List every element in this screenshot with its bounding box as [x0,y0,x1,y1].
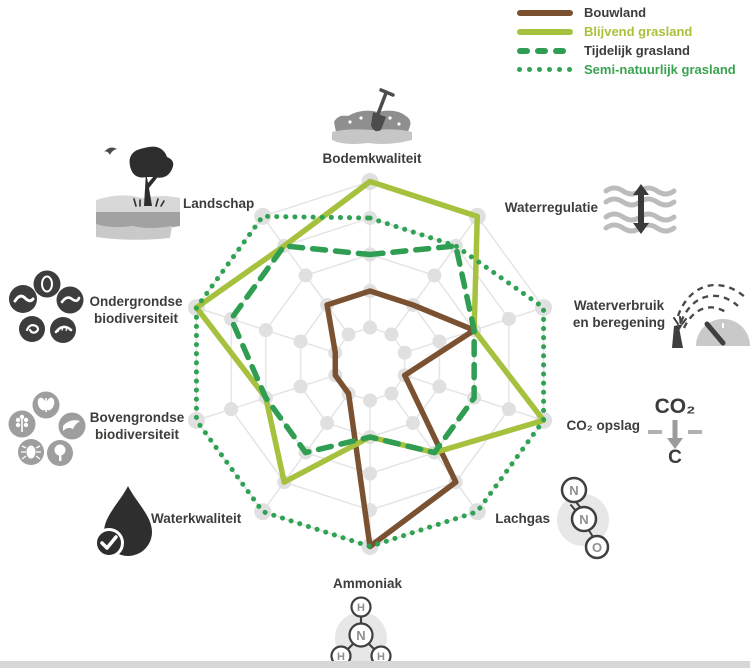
grid-dot [363,320,377,335]
aboveground-biodiversity-icon [8,391,86,466]
axis-label-waterkwaliteit: Waterkwaliteit [151,511,242,526]
grid-dot [432,334,447,349]
water-drop-check-icon [94,486,152,558]
svg-text:N: N [569,483,578,498]
svg-text:H: H [377,651,385,663]
grid-dot [224,402,239,417]
series-tijdelijk-grasland [228,243,477,456]
axis-label-bodemkwaliteit: Bodemkwaliteit [322,151,422,166]
landscape-tree-bird-icon [96,146,180,240]
grid-dot [320,416,335,431]
grid-dot [293,334,308,349]
svg-text:H: H [337,651,345,663]
legend-label-blijvend: Blijvend grasland [584,24,693,39]
axis-label-bovengrondse-biodiversiteit: Bovengrondse biodiversiteit [89,410,185,442]
blijvend-line-swatch-icon [517,28,573,35]
grid-dot [298,268,313,283]
grid-dot [432,379,447,394]
co2-to-c-icon: CO₂ C [648,395,702,464]
grid-dot [258,323,273,338]
legend-item-blijvend-grasland: Blijvend grasland [517,24,736,39]
grid-dot [501,311,516,326]
bouwland-line-swatch-icon [517,9,573,16]
grid-dot [384,327,399,342]
axis-label-co2-opslag: CO₂ opslag [566,418,640,433]
legend-label-bouwland: Bouwland [584,5,647,20]
bottom-crop-strip [0,661,750,668]
legend-item-semi-natuurlijk-grasland: Semi-natuurlijk grasland [517,62,736,77]
legend: Bouwland Blijvend grasland Tijdelijk gra… [517,5,736,82]
grid-dot [501,402,516,417]
grid-dot [397,345,412,360]
legend-item-tijdelijk-grasland: Tijdelijk grasland [517,43,736,58]
grid-dot [293,379,308,394]
grid-dot [363,466,377,481]
semi-natuurlijk-dot-swatch-icon [517,67,573,72]
axis-label-waterverbruik: Waterverbruik en beregening [572,298,666,330]
svg-text:O: O [592,540,602,555]
series-semi-natuurlijk-grasland [193,213,547,549]
svg-text:H: H [357,602,365,614]
soil-shovel-icon [332,88,412,144]
waves-double-arrow-icon [603,184,677,234]
legend-label-tijdelijk: Tijdelijk grasland [584,43,690,58]
axis-label-landschap: Landschap [183,196,255,211]
svg-text:N: N [579,512,588,527]
sprinkler-gauge-icon [672,283,750,348]
svg-text:C: C [668,447,682,464]
axis-label-ondergrondse-biodiversiteit: Ondergrondse biodiversiteit [89,294,183,326]
grid-dot [384,386,399,401]
underground-biodiversity-icon [9,270,84,343]
axis-label-waterregulatie: Waterregulatie [504,200,598,215]
nh3-molecule-icon: N H H H [330,596,392,667]
svg-text:CO₂: CO₂ [655,395,696,418]
tijdelijk-dash-swatch-icon [517,47,573,54]
svg-text:N: N [356,628,365,643]
legend-item-bouwland: Bouwland [517,5,736,20]
axis-label-ammoniak: Ammoniak [332,576,403,591]
grid-dot [427,268,442,283]
axis-label-lachgas: Lachgas [495,511,550,526]
grid-dot [363,393,377,408]
grid-dot [405,416,420,431]
legend-label-semi-natuurlijk: Semi-natuurlijk grasland [584,62,736,77]
n2o-molecule-icon: NNO [557,476,610,560]
grid-dot [341,327,356,342]
